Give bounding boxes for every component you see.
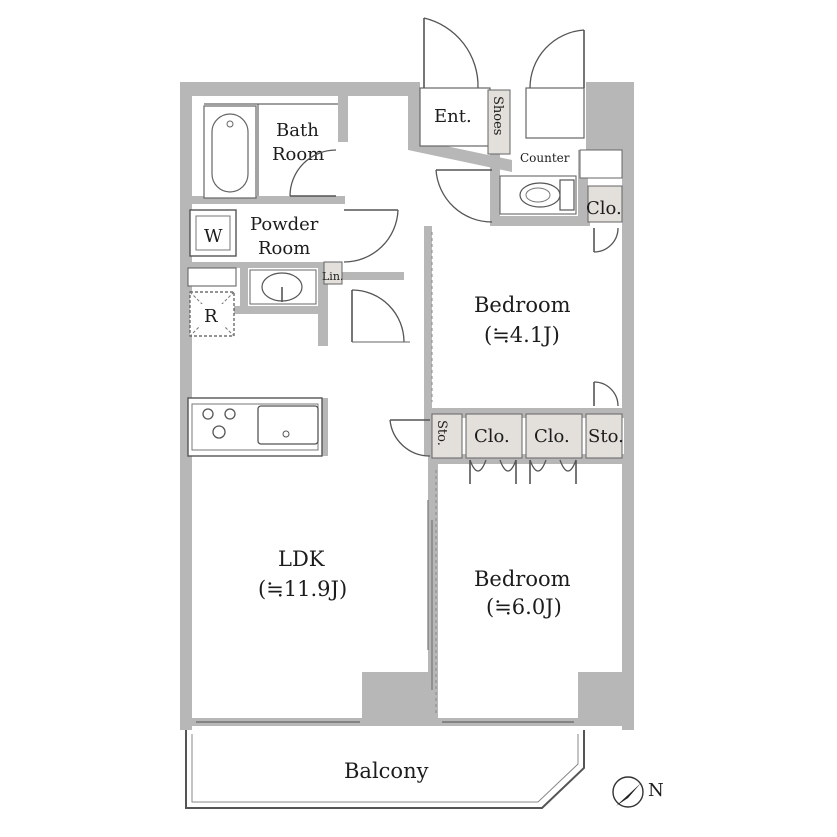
- balcony-label: Balcony: [344, 759, 429, 783]
- closet-band: [431, 413, 623, 459]
- bedroom2-size: (≒6.0J): [486, 595, 562, 619]
- refrigerator-space: [189, 291, 235, 337]
- bedroom1-closet-door[interactable]: [593, 227, 619, 253]
- storage-door-upper[interactable]: [593, 381, 619, 407]
- closet-left-label: Clo.: [474, 426, 510, 447]
- entrance-area: [419, 87, 491, 147]
- ldk-size: (≒11.9J): [258, 577, 347, 601]
- bedroom1-name: Bedroom: [474, 293, 571, 317]
- linen-label: Lin.: [322, 270, 343, 283]
- bedroom1-size: (≒4.1J): [484, 323, 560, 347]
- bath-label-line1: Bath: [276, 120, 319, 141]
- powder-door[interactable]: [343, 209, 399, 263]
- compass-label: N: [648, 780, 664, 801]
- toilet-door[interactable]: [435, 169, 493, 223]
- counter-label: Counter: [520, 151, 570, 165]
- refrigerator-label: R: [204, 306, 218, 327]
- washer-label: W: [204, 226, 223, 247]
- toilet: [499, 175, 577, 215]
- shelf-above-fridge: [187, 267, 237, 287]
- entrance-label: Ent.: [434, 106, 472, 127]
- bath-door[interactable]: [289, 149, 337, 197]
- ldk-name: LDK: [278, 547, 325, 571]
- powder-label-line1: Powder: [250, 214, 319, 235]
- balcony: [185, 730, 585, 809]
- shoes-label: Shoes: [490, 96, 505, 135]
- counter-top: [579, 149, 623, 179]
- toilet-closet: [587, 185, 623, 223]
- storage-left-label: Sto.: [434, 420, 449, 446]
- stove-icon: [202, 408, 236, 439]
- linen-closet: [323, 261, 343, 285]
- storage-door-ldk[interactable]: [389, 419, 431, 457]
- toilet-closet-label: Clo.: [586, 198, 622, 219]
- closet-doors-left[interactable]: [469, 459, 517, 484]
- entry-door-left[interactable]: [423, 17, 479, 89]
- closet-doors-right[interactable]: [529, 459, 577, 484]
- corridor-door[interactable]: [351, 289, 410, 343]
- entry-door-right[interactable]: [525, 29, 585, 139]
- powder-label-line2: Room: [258, 238, 310, 259]
- kitchen-sink-icon: [257, 405, 319, 445]
- wash-basin: [249, 269, 317, 305]
- bathtub: [203, 105, 257, 199]
- bedroom2-name: Bedroom: [474, 567, 571, 591]
- bath-label-line2: Room: [272, 144, 324, 165]
- closet-right-label: Clo.: [534, 426, 570, 447]
- storage-right-label: Sto.: [588, 426, 624, 447]
- north-arrow-icon: [612, 776, 644, 808]
- shoes-cabinet: [487, 89, 511, 155]
